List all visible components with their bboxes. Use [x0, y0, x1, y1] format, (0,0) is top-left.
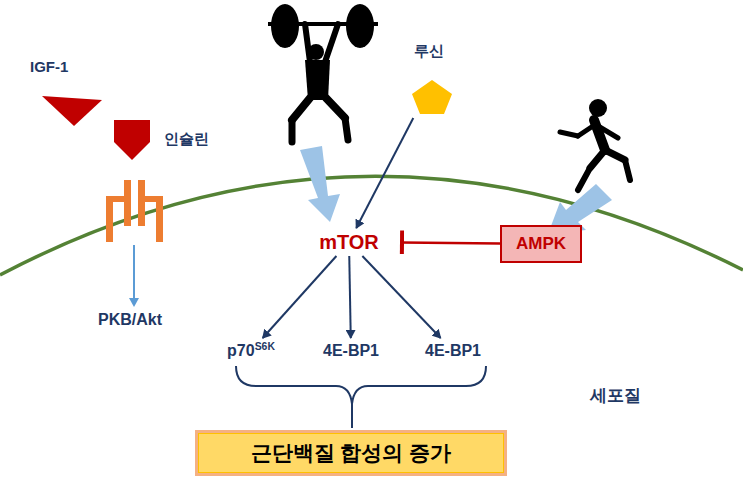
- node-text: AMPK: [516, 234, 566, 254]
- node-text: 인슐린: [164, 130, 209, 149]
- diagram-node: 4E-BP1: [308, 338, 394, 364]
- diagram-node: mTOR: [303, 228, 395, 256]
- brace-stem: [351, 404, 353, 428]
- diagram-node: 루신: [404, 42, 462, 118]
- arrow-connector: [263, 256, 337, 338]
- node-text: mTOR: [319, 231, 379, 254]
- weightlifter-silhouette: [268, 4, 378, 142]
- diagram-node: 인슐린: [112, 118, 224, 162]
- node-text: 루신: [414, 42, 444, 61]
- diagram-node: IGF-1: [28, 58, 108, 130]
- signal-arrow: [133, 245, 135, 300]
- inhibition-connector: [401, 242, 500, 243]
- insulin-pentagon: [112, 118, 152, 162]
- cell-membrane: [0, 176, 743, 275]
- receptor-symbol: [106, 180, 163, 242]
- diagram-node: p70S6K: [205, 338, 297, 364]
- node-text: IGF-1: [30, 58, 68, 75]
- node-text: 4E-BP1: [323, 342, 379, 360]
- diagram-node: 근단백질 합성의 증가: [195, 430, 507, 476]
- runner-silhouette: [560, 99, 630, 190]
- exercise-arrow: [300, 146, 340, 222]
- leucine-pentagon: [410, 78, 454, 116]
- diagram-node: PKB/Akt: [78, 308, 182, 332]
- arrow-connector: [349, 256, 351, 338]
- brace-symbol: [236, 366, 486, 404]
- node-text: 4E-BP1: [425, 342, 481, 360]
- node-text: p70S6K: [227, 341, 275, 360]
- arrow-connector: [356, 118, 413, 228]
- arrow-connector: [362, 256, 440, 338]
- node-text: 근단백질 합성의 증가: [251, 439, 452, 467]
- node-text: PKB/Akt: [98, 311, 162, 329]
- diagram-node: AMPK: [500, 225, 582, 263]
- igf1-triangle: [40, 94, 104, 128]
- region-label: 세포질: [590, 384, 641, 407]
- arrow-head: [129, 298, 139, 307]
- diagram-node: 4E-BP1: [410, 338, 496, 364]
